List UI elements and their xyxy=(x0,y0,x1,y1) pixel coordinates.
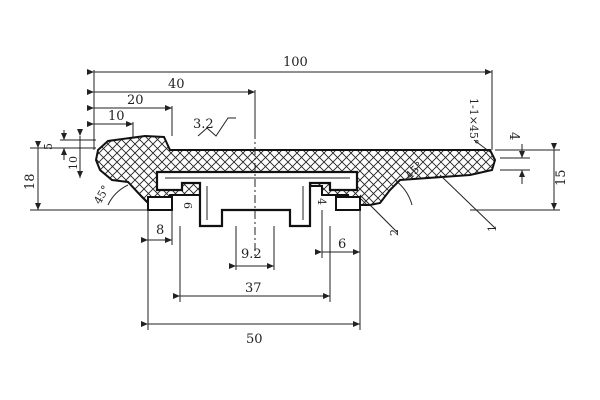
dim-100: 100 xyxy=(283,55,308,70)
dim-5: 5 xyxy=(42,143,55,150)
roughness-symbol xyxy=(197,117,236,137)
dim-18: 18 xyxy=(23,173,38,190)
part-1-label: 1 xyxy=(486,225,499,232)
dim-40: 40 xyxy=(168,77,185,92)
dim-9-2: 9.2 xyxy=(241,247,262,262)
dim-37: 37 xyxy=(245,281,262,296)
roughness-value: 3.2 xyxy=(193,117,214,132)
insert-inner-line xyxy=(165,177,350,220)
dim-50: 50 xyxy=(246,332,263,347)
dim-6-right: 6 xyxy=(338,237,346,252)
dim-6-left: 6 xyxy=(181,202,194,209)
dim-15: 15 xyxy=(554,169,569,186)
dim-10: 10 xyxy=(108,109,125,124)
dim-4-insert: 4 xyxy=(315,198,328,205)
dim-20: 20 xyxy=(127,93,144,108)
dim-4-right: 4 xyxy=(506,132,521,140)
dim-10-left: 10 xyxy=(67,156,80,170)
chamfer-note: 1-1×45° xyxy=(467,98,480,144)
dim-8: 8 xyxy=(156,223,164,238)
part-2-label: 2 xyxy=(388,229,401,236)
